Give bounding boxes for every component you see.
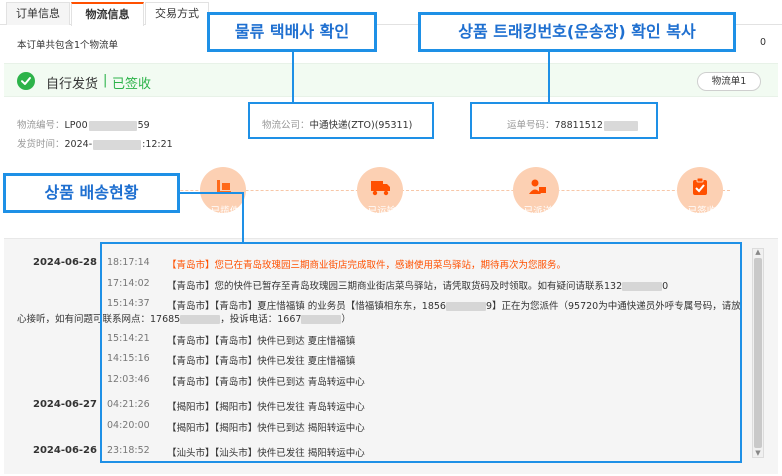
log-time: 04:20:00 xyxy=(107,420,150,431)
status-separator: | xyxy=(103,73,108,88)
logistics-number: 物流编号：LP00 59 xyxy=(17,117,150,131)
log-message: 【青岛市】【青岛市】快件已发往 夏庄惜福镇 xyxy=(167,356,356,367)
log-message-text: 心接听，如有问题可联系网点：17685 xyxy=(17,314,181,325)
tab-logistics-info[interactable]: 物流信息 xyxy=(71,2,144,26)
ship-time: 发货时间：2024- :12:21 xyxy=(17,136,173,150)
step-label: 已运输 xyxy=(367,206,397,217)
redacted-mask xyxy=(180,315,221,324)
redacted-mask xyxy=(301,315,342,324)
waybill-number-value[interactable]: 78811512 xyxy=(554,120,603,131)
tab-trade-method[interactable]: 交易方式 xyxy=(145,2,209,25)
log-message-tail: 0 xyxy=(662,281,669,292)
log-message: 【青岛市】【青岛市】快件已到达 夏庄惜福镇 xyxy=(167,336,356,347)
log-time: 15:14:21 xyxy=(107,333,150,344)
callout-courier-check: 물류 택배사 확인 xyxy=(207,12,377,52)
log-time: 14:15:16 xyxy=(107,353,150,364)
callout-connector xyxy=(180,192,244,194)
log-message: 【青岛市】您的快件已暂存至青岛玫瑰园三期商业街店菜鸟驿站，请凭取货码及时领取。如… xyxy=(167,278,668,292)
waybill-number: 运单号码：78811512 xyxy=(507,117,639,131)
delivery-log-panel xyxy=(4,238,778,474)
callout-connector xyxy=(548,52,550,102)
log-date: 2024-06-28 xyxy=(33,257,97,268)
log-time: 12:03:46 xyxy=(107,374,150,385)
check-icon xyxy=(17,72,35,90)
step-label: 已派送 xyxy=(523,206,553,217)
signed-status: 已签收 xyxy=(112,77,152,92)
step-label: 已揽件 xyxy=(210,206,240,217)
pickup-icon: 已揽件 xyxy=(200,167,246,217)
step-delivering: 已派送 xyxy=(511,167,561,217)
log-message-text: 9】正在为您派件（95720为中通快递员外呼专属号码，请放 xyxy=(485,301,741,312)
callout-tracking-copy: 상품 트래킹번호(운송장) 확인 복사 xyxy=(418,12,736,52)
ship-time-prefix: 2024- xyxy=(64,139,93,150)
log-date: 2024-06-26 xyxy=(33,445,97,456)
order-summary-tail: 0 xyxy=(760,37,767,48)
log-message: 【汕头市】【汕头市】快件已发往 揭阳转运中心 xyxy=(167,448,365,459)
log-message-continued: 心接听，如有问题可联系网点：17685 ，投诉电话：1667 ） xyxy=(17,311,351,325)
logistics-number-label: 物流编号： xyxy=(17,120,65,131)
scroll-up-icon[interactable]: ▲ xyxy=(755,248,761,256)
callout-connector xyxy=(292,52,294,102)
courier-highlight-box xyxy=(248,102,434,139)
step-label: 已签收 xyxy=(687,206,717,217)
redacted-mask xyxy=(445,302,486,311)
order-summary: 本订单共包含1个物流单 xyxy=(17,40,119,51)
log-time: 15:14:37 xyxy=(107,298,150,309)
redacted-mask xyxy=(88,120,137,131)
log-message-text: 【青岛市】您的快件已暂存至青岛玫瑰园三期商业街店菜鸟驿站，请凭取货码及时领取。如… xyxy=(167,281,623,292)
tab-order-info[interactable]: 订单信息 xyxy=(6,2,70,25)
waybill-number-label: 运单号码： xyxy=(507,120,555,131)
log-message-text: ） xyxy=(341,314,351,325)
courier-icon: 已派送 xyxy=(513,167,559,217)
redacted-mask xyxy=(622,282,663,291)
log-message: 【青岛市】您已在青岛玫瑰园三期商业街店完成取件，感谢使用菜鸟驿站，期待再次为您服… xyxy=(167,260,567,271)
delivery-log-highlight-box xyxy=(100,242,742,463)
ship-time-label: 发货时间： xyxy=(17,139,65,150)
redacted-mask xyxy=(603,120,638,131)
log-message-text: ，投诉电话：1667 xyxy=(220,314,302,325)
scroll-down-icon[interactable]: ▼ xyxy=(755,449,761,457)
ship-time-suffix: :12:21 xyxy=(142,139,173,150)
callout-connector xyxy=(242,192,244,243)
log-message: 【揭阳市】【揭阳市】快件已发往 青岛转运中心 xyxy=(167,402,365,413)
log-scrollbar-thumb[interactable] xyxy=(754,258,762,448)
log-message: 【青岛市】【青岛市】快件已到达 青岛转运中心 xyxy=(167,377,365,388)
courier-company-label: 物流公司： xyxy=(262,120,310,131)
logistics-order-button[interactable]: 物流单1 xyxy=(697,72,761,91)
courier-company-value[interactable]: 中通快递(ZTO)(95311) xyxy=(309,120,413,131)
shipping-method: 自行发货 xyxy=(46,77,99,92)
tracking-highlight-box xyxy=(470,102,658,139)
courier-company: 物流公司：中通快递(ZTO)(95311) xyxy=(262,117,412,131)
log-message-text: 【青岛市】【青岛市】夏庄惜福镇 的业务员【惜福镇相东东，1856 xyxy=(167,301,446,312)
log-message: 【青岛市】【青岛市】夏庄惜福镇 的业务员【惜福镇相东东，1856 9】正在为您派件… xyxy=(167,298,741,312)
step-in-transit: 已运输 xyxy=(355,167,405,217)
log-time: 18:17:14 xyxy=(107,257,150,268)
log-message: 【揭阳市】【揭阳市】快件已到达 揭阳转运中心 xyxy=(167,423,365,434)
log-date: 2024-06-27 xyxy=(33,399,97,410)
delivery-status-bar: 自行发货 | 已签收 物流单1 xyxy=(4,63,778,97)
truck-icon: 已运输 xyxy=(357,167,403,217)
logistics-number-suffix: 59 xyxy=(137,120,150,131)
redacted-mask xyxy=(93,139,142,150)
log-time: 23:18:52 xyxy=(107,445,150,456)
callout-delivery-status: 상품 배송현황 xyxy=(3,173,180,213)
signed-icon: 已签收 xyxy=(677,167,723,217)
log-time: 17:14:02 xyxy=(107,278,150,289)
step-picked-up: 已揽件 xyxy=(198,167,248,217)
log-time: 04:21:26 xyxy=(107,399,150,410)
logistics-number-prefix: LP00 xyxy=(64,120,88,131)
step-signed: 已签收 xyxy=(675,167,725,217)
